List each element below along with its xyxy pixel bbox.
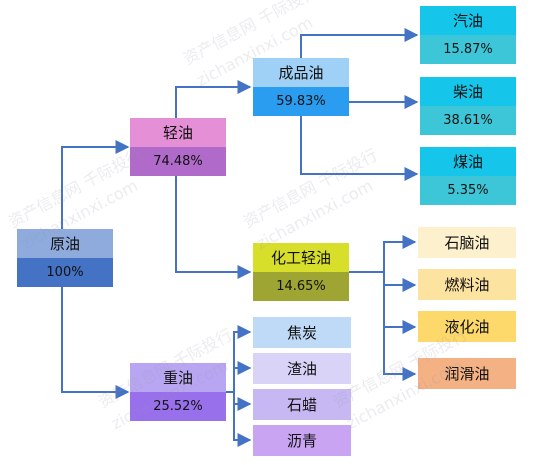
node-wax: 石蜡 <box>253 389 351 420</box>
node-kerosene-name: 煤油 <box>420 147 516 176</box>
edge-refined-gasoline <box>300 28 419 58</box>
node-light: 轻油 74.48% <box>130 118 226 176</box>
node-crude: 原油 100% <box>17 229 113 287</box>
edge-light-chem <box>175 176 252 279</box>
node-chem-light: 化工轻油 14.65% <box>253 243 349 301</box>
node-crude-value: 100% <box>17 258 113 287</box>
node-refined: 成品油 59.83% <box>253 58 349 116</box>
node-gasoline: 汽油 15.87% <box>420 6 516 64</box>
node-asphalt: 沥青 <box>253 425 351 456</box>
node-light-value: 74.48% <box>130 147 226 176</box>
node-light-name: 轻油 <box>130 118 226 147</box>
node-chem-light-value: 14.65% <box>253 272 349 301</box>
node-heavy-value: 25.52% <box>130 392 226 421</box>
edge-chem-fuel <box>383 272 417 292</box>
edge-refined-kerosene <box>300 116 419 181</box>
node-diesel-name: 柴油 <box>420 77 516 106</box>
node-fuel-oil: 燃料油 <box>418 269 516 300</box>
node-refined-name: 成品油 <box>253 58 349 87</box>
edge-heavy-asphalt <box>233 404 252 447</box>
node-kerosene: 煤油 5.35% <box>420 147 516 205</box>
node-residue: 渣油 <box>253 353 351 384</box>
node-heavy: 重油 25.52% <box>130 363 226 421</box>
edge-light-refined <box>175 80 252 118</box>
edge-crude-heavy <box>61 287 130 399</box>
node-lpg: 液化油 <box>418 311 516 342</box>
edge-heavy-wax <box>233 392 252 411</box>
node-refined-value: 59.83% <box>253 87 349 116</box>
node-diesel: 柴油 38.61% <box>420 77 516 135</box>
node-gasoline-value: 15.87% <box>420 35 516 64</box>
node-crude-name: 原油 <box>17 229 113 258</box>
node-diesel-value: 38.61% <box>420 106 516 135</box>
edge-chem-lpg <box>383 285 417 334</box>
node-heavy-name: 重油 <box>130 363 226 392</box>
edge-crude-light <box>61 140 130 229</box>
edge-heavy-coke <box>226 325 252 393</box>
node-coke: 焦炭 <box>253 317 351 348</box>
node-naphtha: 石脑油 <box>418 227 516 258</box>
node-chem-light-name: 化工轻油 <box>253 243 349 272</box>
node-lube: 润滑油 <box>418 358 516 389</box>
node-gasoline-name: 汽油 <box>420 6 516 35</box>
edge-chem-lube <box>383 327 417 381</box>
edge-chem-naphtha <box>349 235 417 273</box>
node-kerosene-value: 5.35% <box>420 176 516 205</box>
